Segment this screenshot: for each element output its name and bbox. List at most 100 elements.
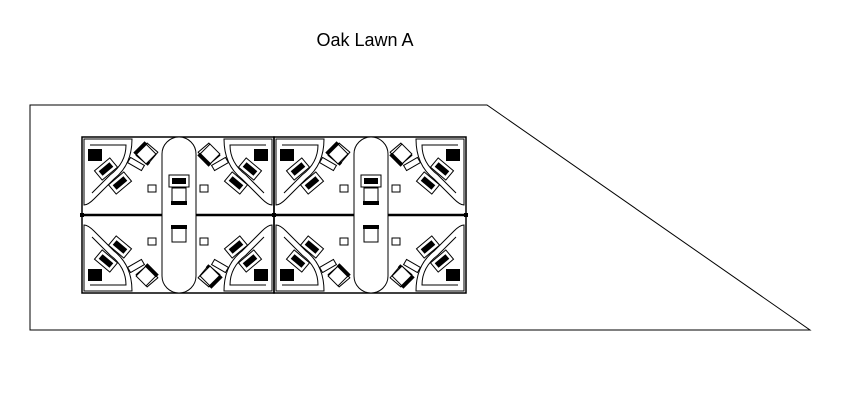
computer-monitor xyxy=(285,157,311,181)
monitor-screen xyxy=(434,254,450,268)
file-cabinet xyxy=(280,269,294,281)
phone xyxy=(147,237,157,246)
computer-monitor xyxy=(223,235,249,259)
chair-back xyxy=(400,274,415,289)
monitor-screen xyxy=(98,254,114,268)
desk-surface xyxy=(83,224,133,292)
computer-monitor xyxy=(107,235,133,259)
chair xyxy=(363,225,379,243)
desk-surface xyxy=(275,224,325,292)
phone xyxy=(199,237,209,246)
monitor-screen xyxy=(242,162,258,176)
desk-edge xyxy=(421,144,458,194)
desk-surface xyxy=(275,138,325,206)
desk-edge xyxy=(282,236,319,286)
center-table xyxy=(353,136,389,294)
chair xyxy=(363,187,379,205)
phone xyxy=(339,184,349,193)
room-outline xyxy=(29,104,812,331)
file-cabinet xyxy=(254,149,268,161)
keyboard xyxy=(210,258,230,274)
monitor-screen xyxy=(420,240,436,254)
computer-monitor xyxy=(223,171,249,195)
center-table xyxy=(161,136,197,294)
chair-back xyxy=(197,152,212,167)
monitor-screen xyxy=(112,240,128,254)
chair-seat xyxy=(171,227,187,243)
chair-back xyxy=(144,263,159,278)
cluster-left xyxy=(80,136,276,294)
desk-surface xyxy=(415,138,465,206)
chair-seat xyxy=(171,187,187,203)
computer-monitor xyxy=(93,249,119,273)
page-title: Oak Lawn A xyxy=(316,30,414,50)
computer-monitor xyxy=(299,235,325,259)
file-cabinet xyxy=(446,269,460,281)
computer-monitor xyxy=(415,171,441,195)
computer-monitor xyxy=(285,249,311,273)
workstation-clusters xyxy=(80,136,468,294)
computer-monitor xyxy=(93,157,119,181)
panel-post xyxy=(272,213,276,217)
monitor-screen xyxy=(98,162,114,176)
chair xyxy=(389,143,413,167)
phone xyxy=(391,237,401,246)
monitor-screen xyxy=(228,240,244,254)
monitor-screen xyxy=(420,176,436,190)
chair-seat xyxy=(363,187,379,203)
computer-monitor xyxy=(237,157,263,181)
desk-edge xyxy=(282,144,319,194)
computer-monitor xyxy=(237,249,263,273)
file-cabinet xyxy=(446,149,460,161)
keyboard xyxy=(318,156,338,172)
computer-monitor xyxy=(168,174,190,188)
phone xyxy=(391,184,401,193)
chair-back xyxy=(363,225,379,229)
monitor-screen xyxy=(112,176,128,190)
desk-surface xyxy=(415,224,465,292)
computer-monitor xyxy=(429,249,455,273)
keyboard xyxy=(126,156,146,172)
chair xyxy=(133,141,157,165)
monitor-screen xyxy=(172,178,186,184)
desk-edge xyxy=(229,236,266,286)
phone xyxy=(339,237,349,246)
computer-monitor xyxy=(429,157,455,181)
phone xyxy=(199,184,209,193)
chair xyxy=(391,265,415,289)
monitor-screen xyxy=(434,162,450,176)
chair xyxy=(135,263,159,287)
desk-edge xyxy=(229,144,266,194)
chair-back xyxy=(363,201,379,205)
chair xyxy=(197,143,221,167)
desk-surface xyxy=(83,138,133,206)
monitor-screen xyxy=(304,176,320,190)
file-cabinet xyxy=(88,149,102,161)
keyboard xyxy=(318,258,338,274)
desk-surface xyxy=(223,138,273,206)
desk-edge xyxy=(90,144,127,194)
chair-back xyxy=(133,141,148,156)
computer-monitor xyxy=(107,171,133,195)
computer-monitor xyxy=(360,174,382,188)
chair-seat xyxy=(363,227,379,243)
computer-monitor xyxy=(415,235,441,259)
keyboard xyxy=(402,156,422,172)
phone xyxy=(147,184,157,193)
file-cabinet xyxy=(254,269,268,281)
keyboard xyxy=(126,258,146,274)
panel-post xyxy=(80,213,84,217)
chair xyxy=(199,265,223,289)
monitor-screen xyxy=(290,254,306,268)
chair xyxy=(171,225,187,243)
keyboard xyxy=(402,258,422,274)
cluster-right xyxy=(272,136,468,294)
chair-back xyxy=(325,141,340,156)
chair-back xyxy=(336,263,351,278)
panel-post xyxy=(464,213,468,217)
desk-surface xyxy=(223,224,273,292)
monitor-screen xyxy=(304,240,320,254)
file-cabinet xyxy=(280,149,294,161)
chair xyxy=(171,187,187,205)
